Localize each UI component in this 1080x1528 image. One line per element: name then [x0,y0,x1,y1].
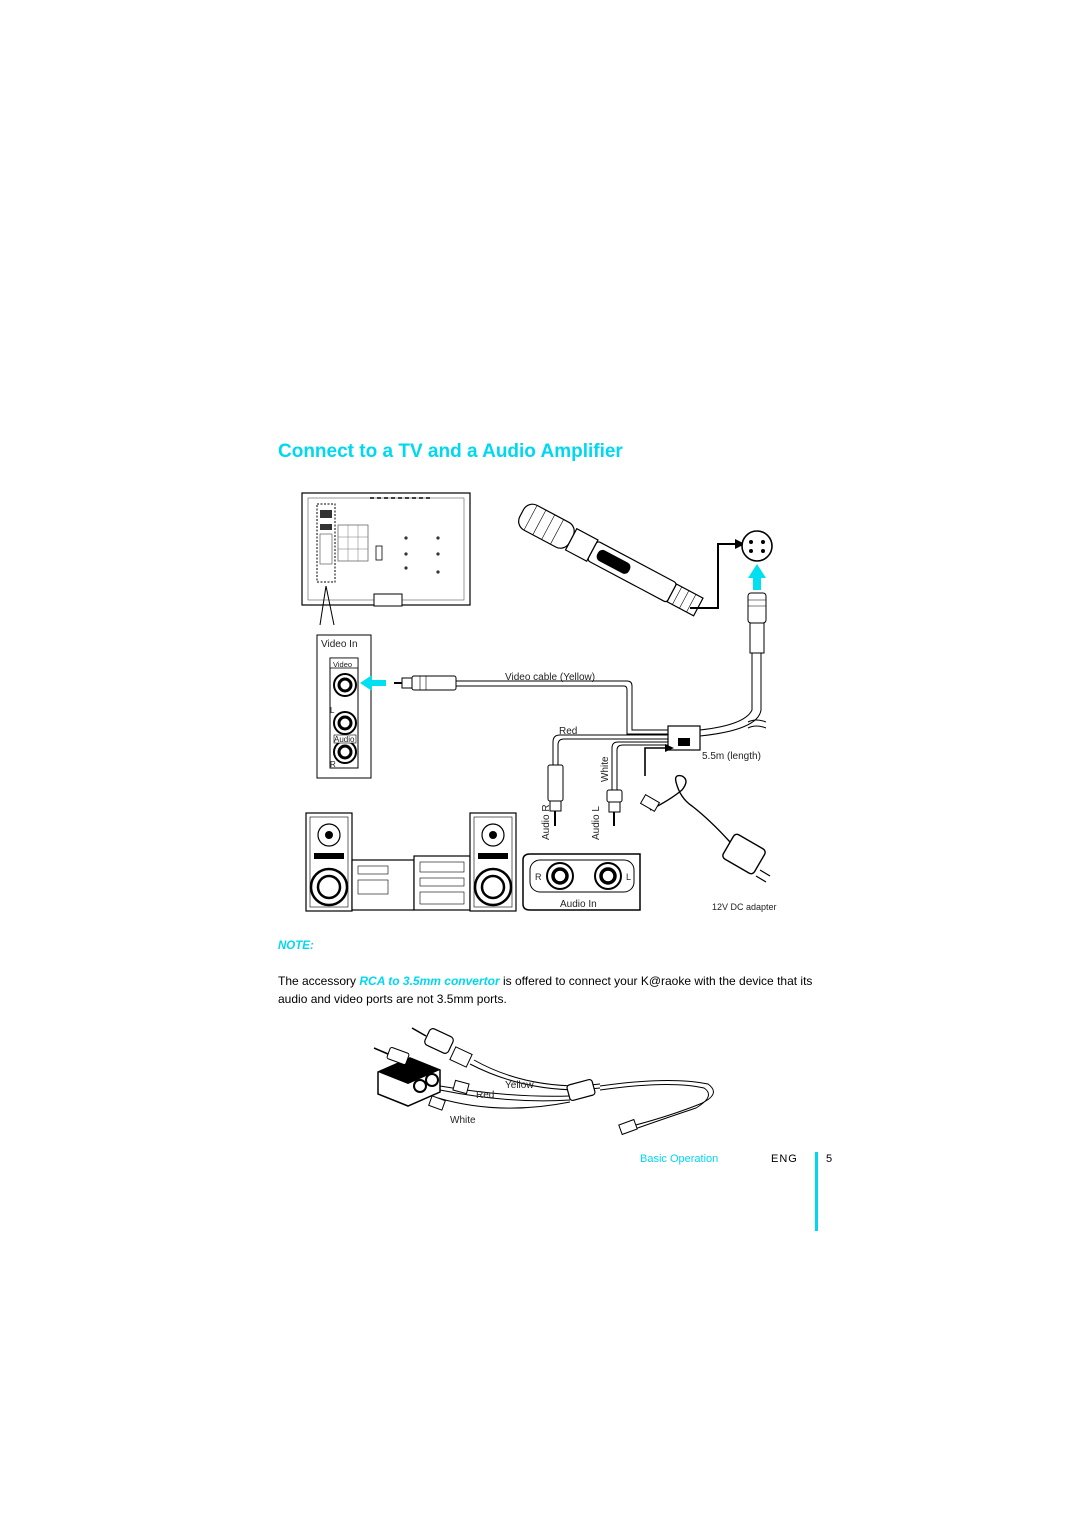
note-paragraph: The accessory RCA to 3.5mm convertor is … [278,972,818,1008]
red-label: Red [476,1090,494,1101]
svideo-plug [747,592,767,654]
red-label: Red [559,726,577,737]
amp-audio-in-panel [522,853,641,911]
plug-arrow-icon [360,675,386,691]
amp-panel-label: Audio In [560,899,597,910]
length-label: 5.5m (length) [702,751,761,762]
cables [456,652,762,790]
audio-r-label: Audio R [541,804,552,840]
tv-right-marker: R [330,760,336,769]
yellow-label: Yellow [505,1080,534,1091]
tv-panel-label: Video In [321,639,358,650]
length-arrow-icon [644,747,665,776]
audio-l-label: Audio L [591,806,602,840]
up-arrow-icon [748,564,766,590]
page-number: 5 [826,1153,833,1165]
tv-input-panel [316,634,372,779]
tv-audio-port-label: Audio [334,735,355,744]
svideo-port-icon [741,530,773,562]
adapter-label: 12V DC adapter [712,902,777,912]
white-label: White [600,756,611,782]
convertor-illustration: Yellow Red White [373,1027,714,1136]
dc-adapter-illustration [639,774,771,883]
note-text-after: is offered to connect your K@raoke with … [278,974,813,1006]
microphone-illustration [518,503,704,617]
jack-plugs [373,1027,473,1068]
audio-r-plug [547,764,564,826]
note-heading: NOTE: [278,940,314,952]
video-plug [394,675,457,691]
convertor-block [377,1057,441,1107]
amp-l-marker: L [626,872,631,882]
amp-r-marker: R [535,872,542,882]
tv-left-marker: L [330,706,335,715]
page-title: Connect to a TV and a Audio Amplifier [278,441,623,462]
connection-diagram: Video In Video L Audio R [301,492,777,912]
footer-language: ENG [771,1153,798,1165]
footer-section-title: Basic Operation [640,1153,719,1165]
tv-back-illustration [301,492,471,626]
note-text-before: The accessory [278,974,360,988]
stereo-system-illustration [305,812,517,912]
video-cable-label: Video cable (Yellow) [505,672,595,683]
convertor-name: RCA to 3.5mm convertor [359,974,500,988]
white-label: White [450,1115,476,1126]
audio-l-plug [606,789,623,826]
tv-video-port-label: Video [333,660,352,669]
footer-divider [815,1152,818,1231]
